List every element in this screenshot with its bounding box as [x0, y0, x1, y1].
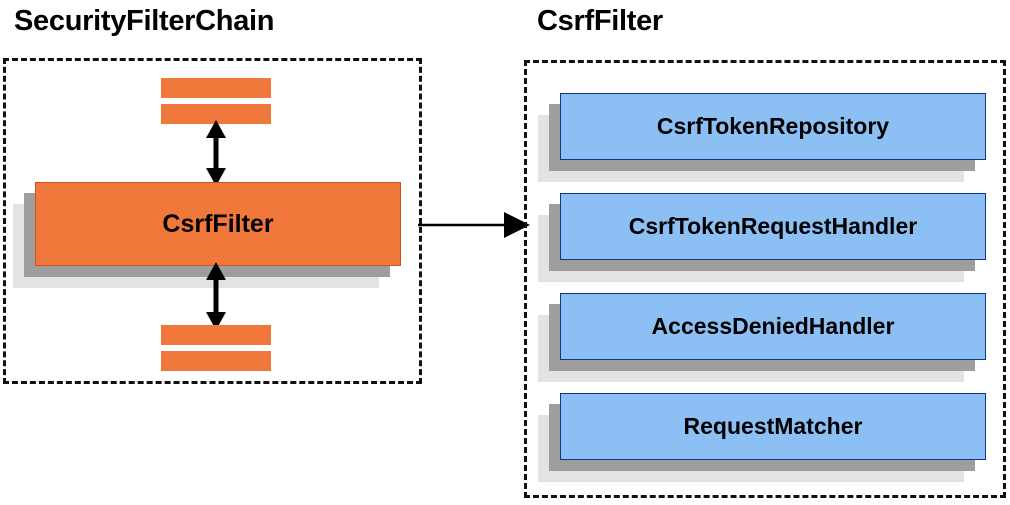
card-accessdeniedhandler[interactable]: AccessDeniedHandler [538, 293, 986, 382]
card-requestmatcher[interactable]: RequestMatcher [538, 393, 986, 482]
filter-bar-above-1 [161, 78, 271, 98]
card-face: CsrfFilter [35, 182, 401, 266]
arrow-above-to-csrffilter [206, 120, 226, 186]
arrow-csrffilter-to-collaborators [418, 212, 530, 238]
card-label-csrftokenrequesthandler: CsrfTokenRequestHandler [628, 213, 918, 239]
card-csrftokenrequesthandler[interactable]: CsrfTokenRequestHandler [538, 193, 986, 282]
card-label-requestmatcher: RequestMatcher [683, 413, 863, 439]
card-face: AccessDeniedHandler [560, 293, 986, 360]
card-face: CsrfTokenRequestHandler [560, 193, 986, 260]
filter-bar-below-2 [161, 351, 271, 371]
panel-csrffilter [524, 60, 1006, 498]
card-face: RequestMatcher [560, 393, 986, 460]
filter-bar-below-1 [161, 325, 271, 345]
arrow-csrffilter-to-below [206, 262, 226, 330]
card-csrftokenrepository[interactable]: CsrfTokenRepository [538, 93, 986, 182]
panel-securityfilterchain [3, 58, 422, 384]
card-label-csrffilter: CsrfFilter [162, 209, 274, 238]
panel-title-csrffilter: CsrfFilter [537, 5, 663, 37]
card-face: CsrfTokenRepository [560, 93, 986, 160]
card-label-csrftokenrepository: CsrfTokenRepository [656, 113, 890, 139]
panel-title-securityfilterchain: SecurityFilterChain [14, 5, 275, 37]
card-label-accessdeniedhandler: AccessDeniedHandler [651, 313, 895, 339]
card-csrffilter[interactable]: CsrfFilter [13, 182, 401, 288]
